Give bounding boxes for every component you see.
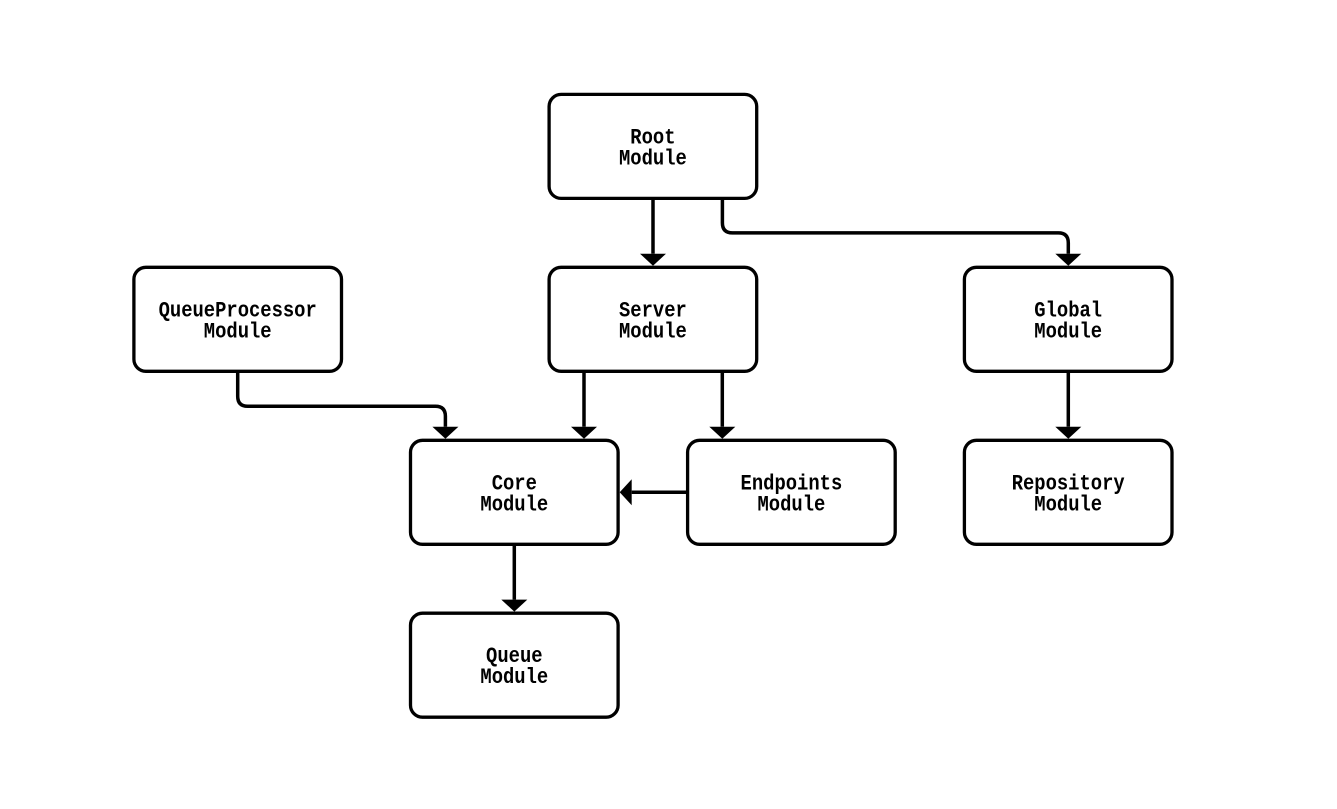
svg-text:Server: Server [619,298,687,323]
svg-text:Module: Module [204,319,272,344]
svg-text:Repository: Repository [1012,471,1125,496]
svg-text:Module: Module [758,492,826,517]
svg-text:Module: Module [1034,492,1102,517]
svg-text:Core: Core [492,471,537,496]
svg-text:QueueProcessor: QueueProcessor [159,298,317,323]
svg-text:Endpoints: Endpoints [741,471,843,496]
svg-text:Global: Global [1034,298,1102,323]
svg-text:Queue: Queue [486,644,543,669]
svg-text:Root: Root [630,125,675,150]
svg-text:Module: Module [619,319,687,344]
svg-text:Module: Module [480,665,548,690]
svg-text:Module: Module [1034,319,1102,344]
svg-text:Module: Module [619,146,687,171]
svg-text:Module: Module [480,492,548,517]
